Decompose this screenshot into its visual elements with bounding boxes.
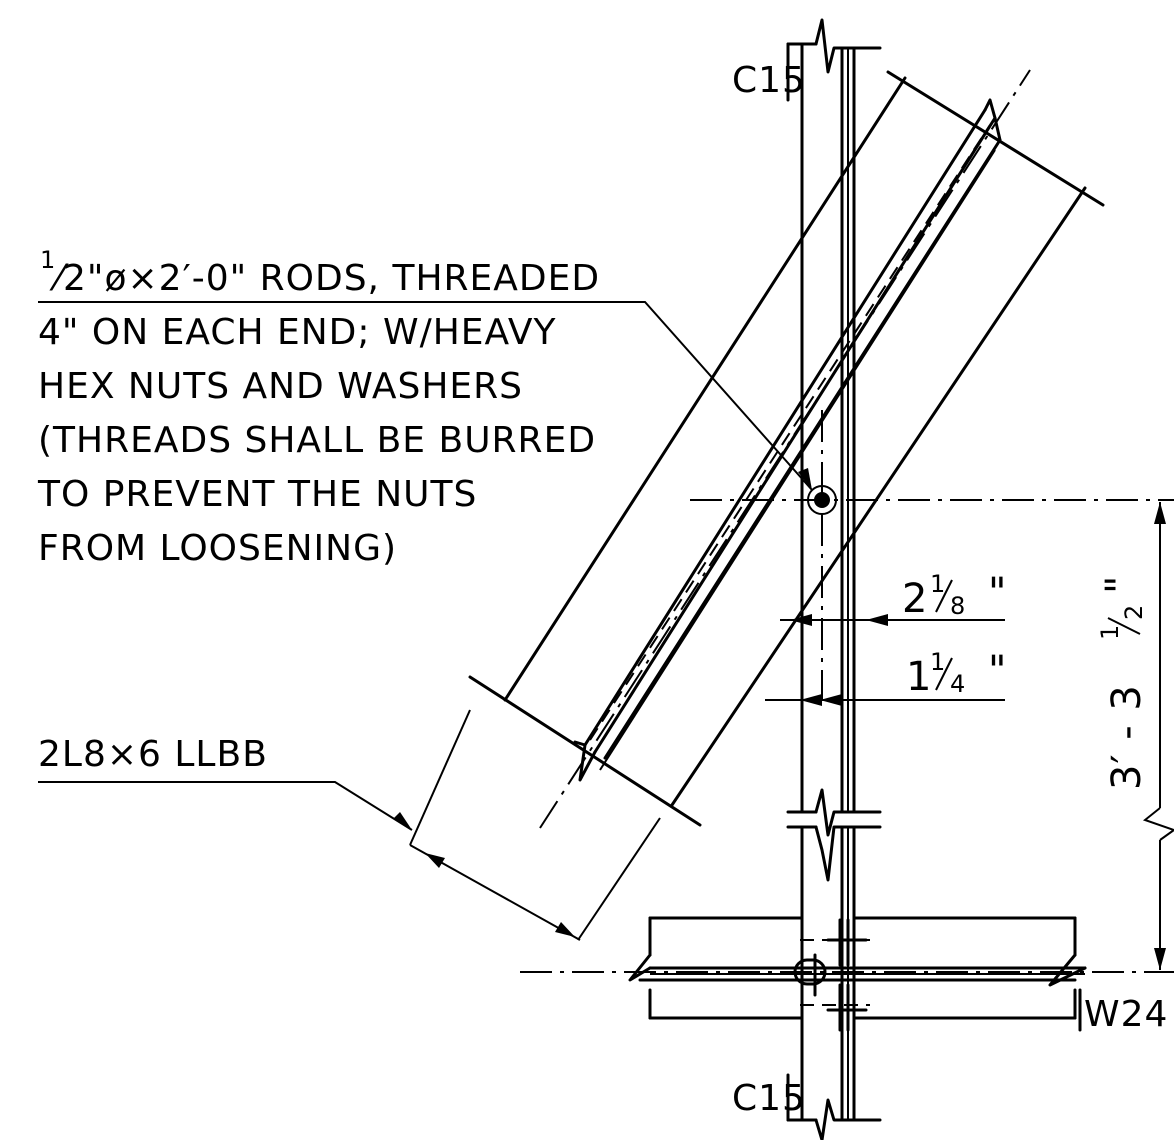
- beam-w24: [520, 916, 1174, 1032]
- dim1-unit: ": [988, 570, 1007, 616]
- dim2-num: 1: [930, 648, 946, 676]
- label-beam: W24: [1084, 994, 1168, 1035]
- dim1-whole: 2: [902, 576, 928, 622]
- note-line-2: 4" ON EACH END; W/HEAVY: [38, 312, 556, 353]
- note-line-5: TO PREVENT THE NUTS: [37, 474, 477, 515]
- note-line-6: FROM LOOSENING): [38, 528, 397, 569]
- label-channel-bottom: C15: [732, 1078, 806, 1119]
- angle-brace: [468, 69, 1105, 829]
- dimv-unit: ": [1098, 575, 1144, 594]
- note-fraction-numerator: 1: [40, 246, 56, 274]
- leaders: [38, 301, 813, 831]
- dim1-num: 1: [930, 570, 946, 598]
- note-line-1: ⁄2"ø×2′-0" RODS, THREADED: [49, 258, 600, 299]
- dimension-vertical: 3′ - 3 1 2 ": [1096, 575, 1150, 790]
- dim1-den: 8: [950, 592, 966, 620]
- dim2-unit: ": [988, 648, 1007, 694]
- connection-bolts: [793, 918, 870, 1032]
- note-text: 1 ⁄2"ø×2′-0" RODS, THREADED 4" ON EACH E…: [37, 246, 600, 569]
- dimv-feet: 3′ - 3: [1104, 684, 1150, 790]
- dimv-num: 1: [1096, 624, 1124, 640]
- dimension-2-1-8: 2 1 8 ": [902, 570, 1007, 622]
- dimension-1-1-4: 1 1 4 ": [906, 648, 1007, 700]
- note-line-3: HEX NUTS AND WASHERS: [38, 366, 523, 407]
- dim2-whole: 1: [906, 654, 932, 700]
- label-angle: 2L8×6 LLBB: [38, 734, 268, 775]
- label-channel-top: C15: [732, 60, 806, 101]
- note-line-4: (THREADS SHALL BE BURRED: [38, 420, 596, 461]
- dimv-den: 2: [1120, 604, 1148, 620]
- dim2-den: 4: [950, 670, 966, 698]
- threaded-rod: [690, 410, 1174, 700]
- dimension-lines: [409, 502, 1174, 970]
